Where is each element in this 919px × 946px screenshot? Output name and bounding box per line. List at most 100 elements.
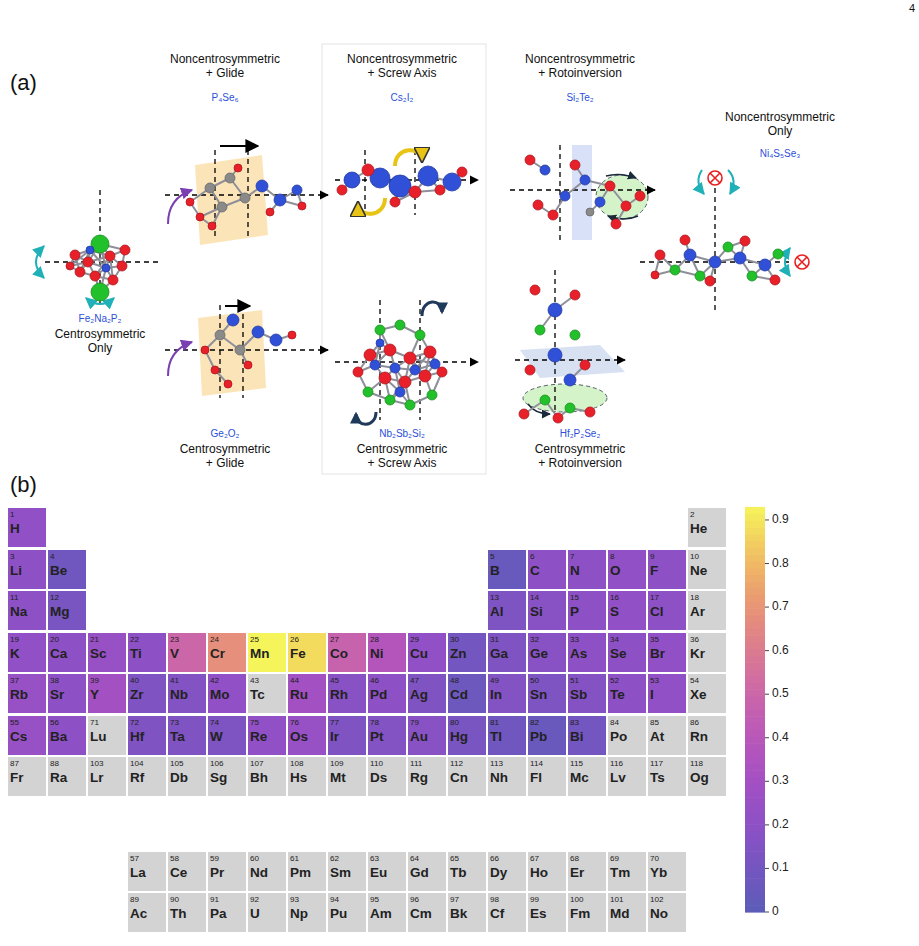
colorbar-segment (745, 878, 765, 885)
element-symbol: Ce (168, 864, 206, 881)
atomic-number: 79 (408, 716, 446, 728)
atomic-number: 68 (568, 852, 606, 864)
atomic-number: 103 (88, 757, 126, 769)
rotation-region (523, 384, 607, 412)
atom (759, 259, 771, 271)
element-cell: 69Tm (608, 852, 646, 891)
element-symbol: Cn (448, 769, 486, 786)
element-symbol: Bi (568, 728, 606, 745)
structure-caption: Centrosymmetric + Glide (176, 442, 274, 471)
colorbar-segment (745, 743, 765, 750)
atom (770, 275, 780, 285)
element-cell: 59Pr (208, 852, 246, 891)
atomic-number: 77 (328, 716, 366, 728)
colorbar-tick (765, 650, 769, 651)
atomic-number: 14 (528, 591, 566, 603)
element-cell: 49In (488, 674, 526, 713)
element-symbol: Yb (648, 864, 686, 881)
panel-label: (b) (10, 472, 50, 498)
atom (430, 359, 440, 369)
element-symbol: Re (248, 728, 286, 745)
element-cell: 21Sc (88, 633, 126, 672)
element-symbol: Xe (688, 686, 726, 703)
atomic-number: 17 (648, 591, 686, 603)
element-symbol: Fm (568, 905, 606, 922)
atom (548, 303, 562, 317)
atomic-number: 49 (488, 674, 526, 686)
element-symbol: N (568, 562, 606, 579)
element-symbol: Br (648, 645, 686, 662)
atomic-number: 5 (488, 550, 526, 562)
element-cell: 25Mn (248, 633, 286, 672)
element-symbol: Rb (8, 686, 46, 703)
atom (723, 242, 733, 252)
colorbar-segment (745, 838, 765, 845)
atom (196, 213, 204, 221)
atomic-number: 114 (528, 757, 566, 769)
element-symbol: Cf (488, 905, 526, 922)
element-symbol: Rg (408, 769, 446, 786)
atomic-number: 85 (648, 716, 686, 728)
element-cell: 64Gd (408, 852, 446, 891)
element-symbol: Ra (48, 769, 86, 786)
atomic-number: 89 (128, 893, 166, 905)
element-cell: 23V (168, 633, 206, 672)
atom (215, 330, 225, 340)
atomic-number: 116 (608, 757, 646, 769)
atom (217, 202, 227, 212)
atom (409, 186, 421, 198)
colorbar-segment (745, 898, 765, 905)
element-cell: 26Fe (288, 633, 326, 672)
colorbar-segment (745, 676, 765, 683)
element-symbol: Ca (48, 645, 86, 662)
atomic-number: 21 (88, 633, 126, 645)
element-cell: 6C (528, 550, 566, 589)
atomic-number: 39 (88, 674, 126, 686)
element-symbol: Ru (288, 686, 326, 703)
atom (288, 331, 296, 339)
element-cell: 70Yb (648, 852, 686, 891)
colorbar-segment (745, 871, 765, 878)
atom (234, 164, 242, 172)
element-symbol: Ds (368, 769, 406, 786)
colorbar-segment (745, 541, 765, 548)
atom (390, 197, 400, 207)
element-cell: 56Ba (48, 716, 86, 755)
atom (525, 365, 535, 375)
element-symbol: Si (528, 603, 566, 620)
atomic-number: 29 (408, 633, 446, 645)
atom (75, 267, 85, 277)
element-cell: 101Md (608, 893, 646, 932)
atomic-number: 94 (328, 893, 366, 905)
atom (105, 251, 115, 261)
atom (740, 236, 750, 246)
atom (384, 344, 396, 356)
element-symbol: Al (488, 603, 526, 620)
atomic-number: 22 (128, 633, 166, 645)
element-symbol: V (168, 645, 206, 662)
atomic-number: 28 (368, 633, 406, 645)
element-cell: 54Xe (688, 674, 726, 713)
colorbar-segment (745, 736, 765, 743)
structure-caption: Noncentrosymmetric + Screw Axis (344, 52, 460, 81)
atom (292, 185, 302, 195)
element-symbol: Lu (88, 728, 126, 745)
formula-label: Hf₂P₂Se₂ (540, 428, 620, 440)
element-cell: 35Br (648, 633, 686, 672)
element-symbol: La (128, 864, 166, 881)
atomic-number: 2 (688, 508, 726, 520)
element-cell: 30Zn (448, 633, 486, 672)
atomic-number: 19 (8, 633, 46, 645)
atom (363, 387, 373, 397)
atomic-number: 3 (8, 550, 46, 562)
atom (635, 191, 645, 201)
element-cell: 43Tc (248, 674, 286, 713)
element-cell: 11Na (8, 591, 46, 630)
element-cell: 102No (648, 893, 686, 932)
symmetry-axes (45, 145, 790, 420)
element-symbol: Sg (208, 769, 246, 786)
element-cell: 52Te (608, 674, 646, 713)
element-cell: 78Pt (368, 716, 406, 755)
colorbar-segment (745, 858, 765, 865)
atom (709, 256, 721, 268)
